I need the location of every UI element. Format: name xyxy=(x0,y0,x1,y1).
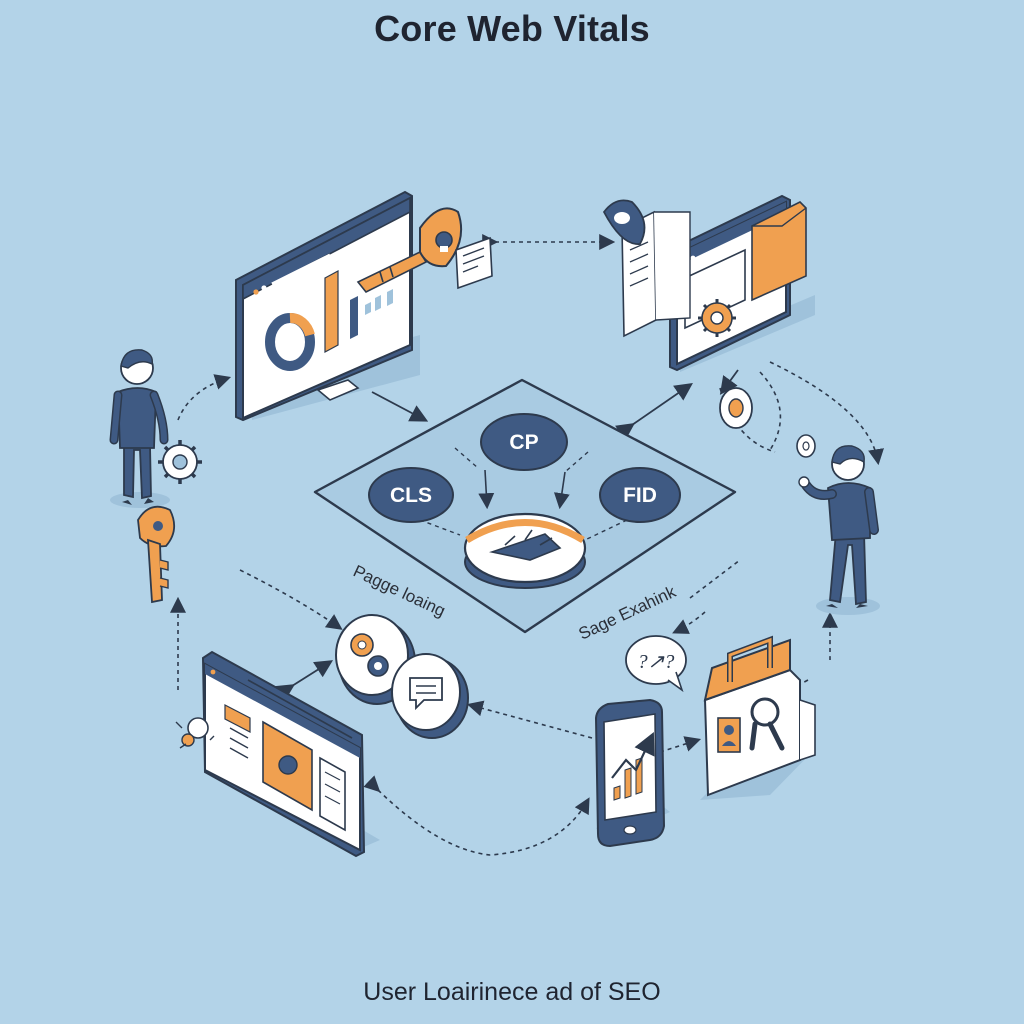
person-icon xyxy=(798,445,880,615)
key-icon xyxy=(356,207,462,294)
diagram-title: Core Web Vitals xyxy=(374,8,650,49)
node-cls: CLS xyxy=(368,467,454,523)
node-fid-label: FID xyxy=(623,484,657,507)
desktop-dashboard-icon xyxy=(235,190,420,422)
lightbulb-icon xyxy=(175,717,215,749)
coin-icon xyxy=(796,434,816,458)
chat-bubble-icon: ?↗? xyxy=(625,635,687,693)
shopping-bag-icon xyxy=(700,635,816,800)
key-icon xyxy=(137,505,176,604)
bubble-text: ?↗? xyxy=(638,651,675,673)
diagram-caption: User Loairinece ad of SEO xyxy=(363,978,661,1006)
solid-arrows xyxy=(275,369,739,702)
node-cls-label: CLS xyxy=(390,484,432,507)
gear-icon xyxy=(335,614,416,705)
gear-icon xyxy=(698,299,736,337)
node-cp: CP xyxy=(480,413,568,471)
document-icon xyxy=(455,236,493,290)
sage-label: Sage Exahink xyxy=(576,582,680,644)
document-icon xyxy=(602,199,691,338)
gear-icon xyxy=(158,440,202,484)
mobile-chart-icon xyxy=(594,698,670,848)
node-cp-label: CP xyxy=(509,431,538,454)
core-vitals-platform: CP CLS FID Pagge loaing Sage Exahink xyxy=(313,378,737,644)
refresh-icon xyxy=(719,387,753,429)
node-fid: FID xyxy=(599,467,681,523)
person-icon xyxy=(109,349,170,508)
speed-gauge-icon xyxy=(463,512,587,589)
chat-bubble-icon xyxy=(391,653,469,739)
tablet-browser-icon xyxy=(669,194,815,372)
browser-window-icon xyxy=(201,650,380,858)
